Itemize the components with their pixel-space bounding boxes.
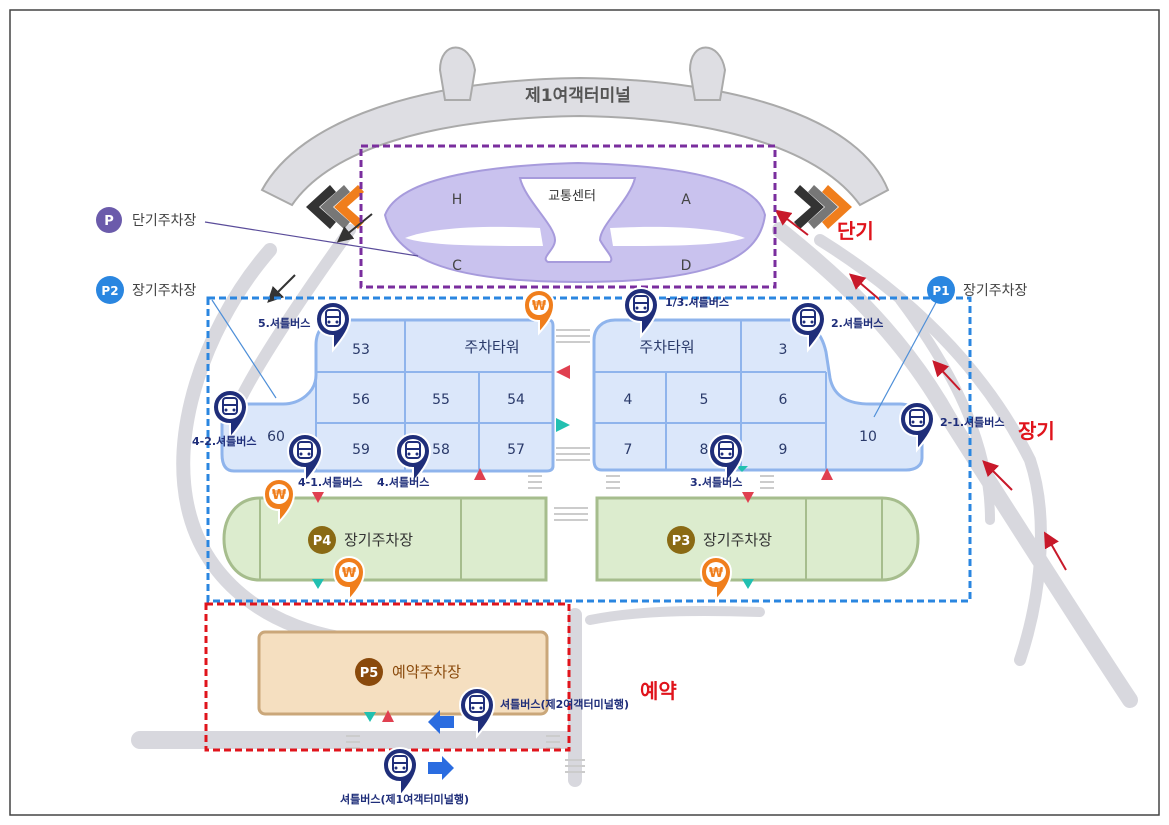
- entry-exit-markers: [312, 365, 833, 722]
- lot-number: 54: [507, 392, 525, 408]
- shuttle-labels: 5.셔틀버스 1/3.셔틀버스 2.셔틀버스 2-1.셔틀버스 4-2.셔틀버스…: [192, 295, 1005, 806]
- chevron-right-icon: [794, 185, 852, 229]
- long-term-boundary: [206, 296, 972, 603]
- p1-legend-label: 장기주차장: [963, 283, 1028, 299]
- lot-number: 55: [432, 392, 450, 408]
- terminal-building: 제1여객터미널: [260, 46, 890, 207]
- lot-number: 6: [779, 392, 788, 408]
- parking-badge-label: P: [104, 214, 114, 229]
- lot-number: 4: [624, 392, 633, 408]
- lot-number: 3: [779, 342, 788, 358]
- p4-parking-lot[interactable]: P4 장기주차장: [222, 496, 548, 582]
- shuttle-stop-label: 셔틀버스(제2여객터미널행): [500, 697, 629, 711]
- lot-number: 8: [700, 442, 709, 458]
- long-term-tag: 장기: [1018, 419, 1055, 443]
- shuttle-stop-label: 셔틀버스(제1여객터미널행): [340, 792, 469, 806]
- parking-badge: [308, 526, 336, 554]
- shuttle-stop-label: 2.셔틀버스: [831, 316, 883, 330]
- p4-label: 장기주차장: [344, 531, 413, 549]
- lot-number: 58: [432, 442, 450, 458]
- shuttle-stop-label: 2-1.셔틀버스: [940, 415, 1005, 429]
- p3-parking-lot[interactable]: P3 장기주차장: [595, 496, 920, 582]
- parking-badge-label: P3: [672, 534, 691, 549]
- parking-badge-label: P2: [101, 284, 118, 298]
- short-term-parking[interactable]: H A C D 교통센터: [359, 144, 777, 289]
- lot-number: 10: [859, 429, 877, 445]
- lot-number: 5: [700, 392, 709, 408]
- blue-arrow-left-icon: [428, 710, 454, 734]
- parking-badge: [96, 276, 124, 304]
- short-term-section-label: A: [681, 192, 691, 208]
- lot-number: 59: [352, 442, 370, 458]
- short-term-legend-label: 단기주차장: [132, 213, 197, 229]
- lot-number: 57: [507, 442, 525, 458]
- blue-arrow-right-icon: [428, 756, 454, 780]
- chevron-left-icon: [306, 185, 364, 229]
- parking-tower-label: 주차타워: [464, 338, 519, 356]
- lot-number: 53: [352, 342, 370, 358]
- lot-number: 56: [352, 392, 370, 408]
- p5-label: 예약주차장: [392, 663, 461, 681]
- short-term-section-label: H: [452, 192, 463, 208]
- parking-badge-label: P5: [360, 666, 379, 681]
- short-term-leader-line: [204, 221, 419, 257]
- shuttle-stop-label: 1/3.셔틀버스: [665, 295, 729, 309]
- lot-numbers: 53 56 55 54 60 59 58 57 3 4 5 6 7 8 9 10: [267, 342, 877, 458]
- parking-badge: [355, 658, 383, 686]
- short-term-boundary: [359, 144, 777, 289]
- shuttle-stop-label: 4-1.셔틀버스: [298, 475, 363, 489]
- parking-badge-label: P1: [932, 284, 949, 298]
- p1-legend: P1 장기주차장: [927, 276, 1028, 304]
- crosswalks: [346, 329, 774, 773]
- p1-leader-line: [873, 294, 941, 418]
- transport-center-label: 교통센터: [548, 189, 596, 204]
- short-term-section-label: D: [681, 258, 692, 274]
- parking-badge-label: P4: [313, 534, 332, 549]
- parking-tower-label: 주차타워: [639, 338, 694, 356]
- lot-number: 60: [267, 429, 285, 445]
- p3-label: 장기주차장: [703, 531, 772, 549]
- short-term-tag: 단기: [837, 219, 874, 243]
- shuttle-stop-label: 3.셔틀버스: [690, 475, 742, 489]
- p2-legend: P2 장기주차장: [96, 276, 197, 304]
- shuttle-stop-label: 5.셔틀버스: [258, 316, 310, 330]
- p2-leader-line: [211, 299, 277, 399]
- parking-badge: [96, 207, 122, 233]
- reserved-boundary: [204, 602, 571, 752]
- shuttle-stop-label: 4.셔틀버스: [377, 475, 429, 489]
- lot-number: 7: [624, 442, 633, 458]
- terminal-name: 제1여객터미널: [525, 86, 631, 106]
- parking-badge: [927, 276, 955, 304]
- shuttle-stop-label: 4-2.셔틀버스: [192, 434, 257, 448]
- traffic-arrows: [267, 209, 1067, 571]
- p2-legend-label: 장기주차장: [132, 283, 197, 299]
- reserved-tag: 예약: [640, 679, 677, 703]
- short-term-section-label: C: [452, 258, 462, 274]
- lot-number: 9: [779, 442, 788, 458]
- parking-badge: [667, 526, 695, 554]
- short-term-legend: P 단기주차장: [96, 207, 197, 233]
